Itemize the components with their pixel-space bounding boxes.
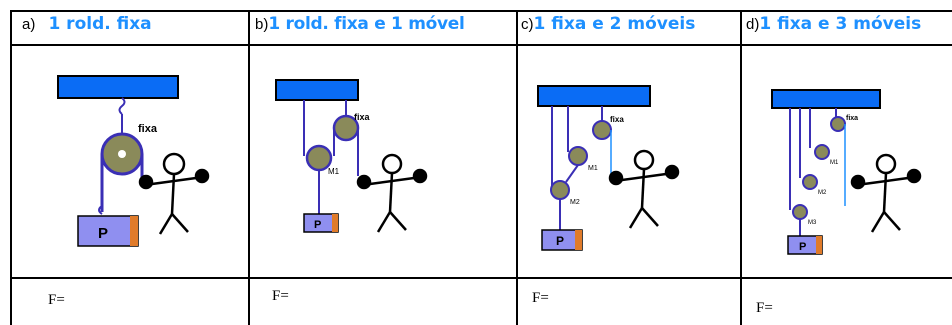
ceiling-beam (275, 79, 359, 101)
panel-b-header: b)1 rold. fixa e 1 móvel (255, 14, 515, 44)
moving-label: M1 (588, 165, 598, 172)
fixed-pulley (592, 120, 612, 140)
moving-label: M3 (808, 220, 817, 226)
panel-c-header: c)1 fixa e 2 móveis (521, 14, 739, 44)
fixed-label: fixa (610, 115, 624, 124)
ceiling-beam (537, 85, 651, 107)
panel-b-formula: F= (272, 288, 289, 304)
panel-a-title: 1 rold. fixa (48, 14, 152, 34)
panel-d-letter: d) (746, 16, 760, 33)
hook-icon (118, 97, 126, 115)
stick-figure (138, 152, 210, 235)
table-top-border (10, 10, 952, 12)
panel-b-illustration: fixa M1 P (275, 79, 428, 233)
panel-c-title: 1 fixa e 2 móveis (533, 14, 696, 34)
ceiling-beam (57, 75, 179, 99)
panel-d-title: 1 fixa e 3 móveis (759, 14, 922, 34)
ceiling-beam (771, 89, 881, 109)
panel-c-illustration: fixa M1 M2 P (537, 85, 680, 251)
panel-a-formula: F= (48, 292, 65, 308)
stick-figure (356, 153, 428, 233)
weight-label: P (98, 225, 108, 242)
weight-label: P (799, 241, 806, 253)
panel-d-header: d)1 fixa e 3 móveis (746, 14, 952, 44)
panel-a-illustration: fixa P (57, 75, 210, 247)
weight-label: P (314, 219, 321, 231)
pulley-axle (118, 150, 126, 158)
moving-pulley (550, 180, 570, 200)
panel-c-letter: c) (521, 16, 534, 33)
weight-block (77, 215, 139, 247)
table-left-border (10, 10, 12, 325)
panel-d-formula: F= (756, 300, 773, 316)
panel-b-title: 1 rold. fixa e 1 móvel (268, 14, 465, 34)
moving-label: M1 (328, 167, 340, 176)
formula-divider (10, 277, 952, 279)
panel-c-formula: F= (532, 290, 549, 306)
weight-label: P (556, 234, 564, 248)
moving-pulley (814, 144, 830, 160)
panel-b-letter: b) (255, 16, 269, 33)
weight-side (816, 236, 822, 254)
moving-pulley (802, 174, 818, 190)
fixed-label: fixa (846, 115, 858, 122)
column-divider-3 (740, 10, 742, 325)
weight-side (575, 230, 582, 250)
header-divider (10, 44, 952, 46)
column-divider-1 (248, 10, 250, 325)
panel-d-illustration: fixa M1 M2 M3 P (771, 89, 922, 255)
weight-side (332, 214, 338, 232)
hook-icon (98, 205, 103, 215)
moving-pulley (792, 204, 808, 220)
column-divider-2 (516, 10, 518, 325)
panel-a-letter: a) (22, 16, 36, 33)
weight-side (130, 216, 138, 246)
moving-label: M2 (570, 199, 580, 206)
moving-label: M2 (818, 190, 827, 196)
stick-figure (608, 149, 680, 229)
fixed-pulley (830, 116, 846, 132)
fixed-label: fixa (354, 112, 371, 122)
fixed-label: fixa (138, 123, 158, 135)
moving-label: M1 (830, 160, 839, 166)
moving-pulley (568, 146, 588, 166)
rope (565, 164, 579, 183)
panel-a-header: a) 1 rold. fixa (22, 14, 246, 44)
stick-figure (850, 153, 922, 233)
